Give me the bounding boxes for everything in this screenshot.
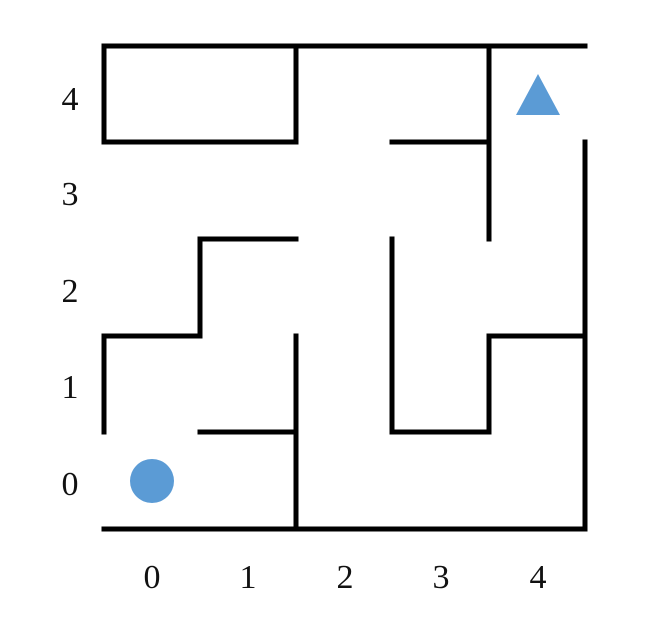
x-label-3: 3: [433, 559, 450, 596]
x-label-4: 4: [530, 559, 547, 596]
y-label-1: 1: [62, 369, 79, 406]
y-label-3: 3: [62, 176, 79, 213]
maze-walls: [101, 43, 588, 532]
start-circle-marker: [130, 459, 174, 503]
y-label-0: 0: [62, 466, 79, 503]
x-label-0: 0: [144, 559, 161, 596]
x-label-2: 2: [337, 559, 354, 596]
x-label-1: 1: [240, 559, 257, 596]
goal-triangle-marker: [516, 74, 560, 115]
y-label-4: 4: [62, 81, 79, 118]
y-label-2: 2: [62, 273, 79, 310]
